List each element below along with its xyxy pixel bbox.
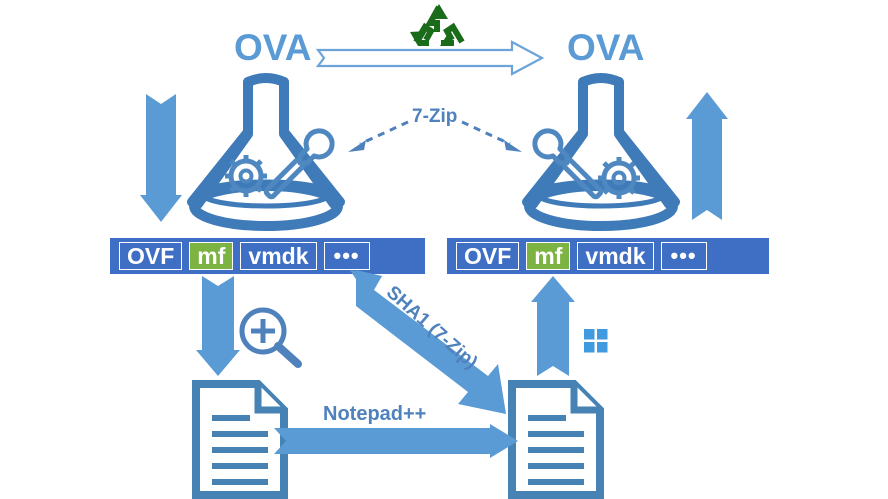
- arrow-up-right-outer: [686, 90, 728, 225]
- document-icon-left: [192, 380, 288, 499]
- arrow-diagonal-sha1: [348, 268, 528, 428]
- badge-vmdk-right[interactable]: vmdk: [577, 242, 654, 270]
- flask-icon-left: [176, 73, 356, 231]
- recycle-icon: [404, 2, 474, 49]
- seven-zip-dashed-arrows: [340, 100, 530, 160]
- file-badge-bar-left: OVF mf vmdk •••: [110, 238, 425, 274]
- badge-more-right[interactable]: •••: [660, 242, 707, 270]
- arrow-right-notepad: [272, 424, 520, 458]
- badge-mf-left[interactable]: mf: [189, 242, 234, 270]
- file-badge-bar-right: OVF mf vmdk •••: [447, 238, 769, 274]
- arrow-down-to-document: [196, 274, 240, 378]
- badge-more-left[interactable]: •••: [323, 242, 370, 270]
- seven-zip-label: 7-Zip: [412, 106, 458, 127]
- badge-vmdk-left[interactable]: vmdk: [240, 242, 317, 270]
- badge-ovf-left[interactable]: OVF: [119, 242, 183, 270]
- arrow-up-to-bar: [531, 274, 575, 378]
- arrow-down-left-outer: [140, 90, 182, 225]
- magnifier-plus-icon: [236, 306, 306, 368]
- badge-ovf-right[interactable]: OVF: [456, 242, 520, 270]
- ova-label-right: OVA: [567, 27, 645, 68]
- badge-mf-right[interactable]: mf: [526, 242, 571, 270]
- notepad-label: Notepad++: [323, 403, 427, 425]
- hollow-arrow-right: [315, 40, 545, 76]
- document-icon-right: [508, 380, 604, 499]
- flask-icon-right: [511, 73, 691, 231]
- windows-logo-icon: [584, 329, 608, 353]
- ova-label-left: OVA: [234, 27, 312, 68]
